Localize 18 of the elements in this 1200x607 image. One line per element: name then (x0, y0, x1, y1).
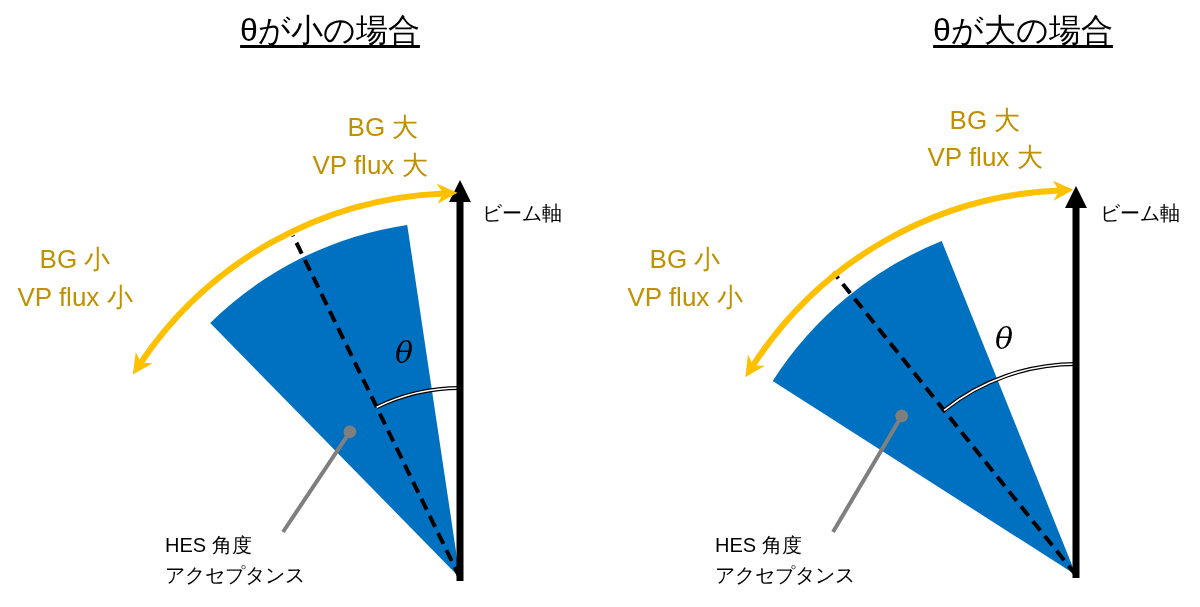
effect-label: BG 大 (949, 106, 1021, 136)
axis-label: ビーム軸 (482, 202, 562, 225)
leader-line (281, 425, 357, 534)
heading: θが大の場合 (933, 12, 1113, 49)
angle-label: θ (395, 336, 414, 371)
effect-label: VP flux 小 (17, 283, 133, 313)
effect-label: BG 小 (649, 245, 721, 275)
heading: θが小の場合 (240, 12, 420, 49)
callout-text: HES 角度 アクセプタンス (165, 530, 355, 590)
callout-text: HES 角度 アクセプタンス (715, 530, 905, 590)
axis-label: ビーム軸 (1100, 202, 1180, 225)
angle-label: θ (995, 322, 1014, 357)
effect-label: VP flux 大 (927, 143, 1043, 173)
leader-line (831, 409, 909, 534)
effect-label: VP flux 小 (627, 283, 743, 313)
effect-label: BG 小 (39, 245, 111, 275)
effect-label: BG 大 (347, 113, 419, 143)
effect-label: VP flux 大 (312, 151, 428, 181)
